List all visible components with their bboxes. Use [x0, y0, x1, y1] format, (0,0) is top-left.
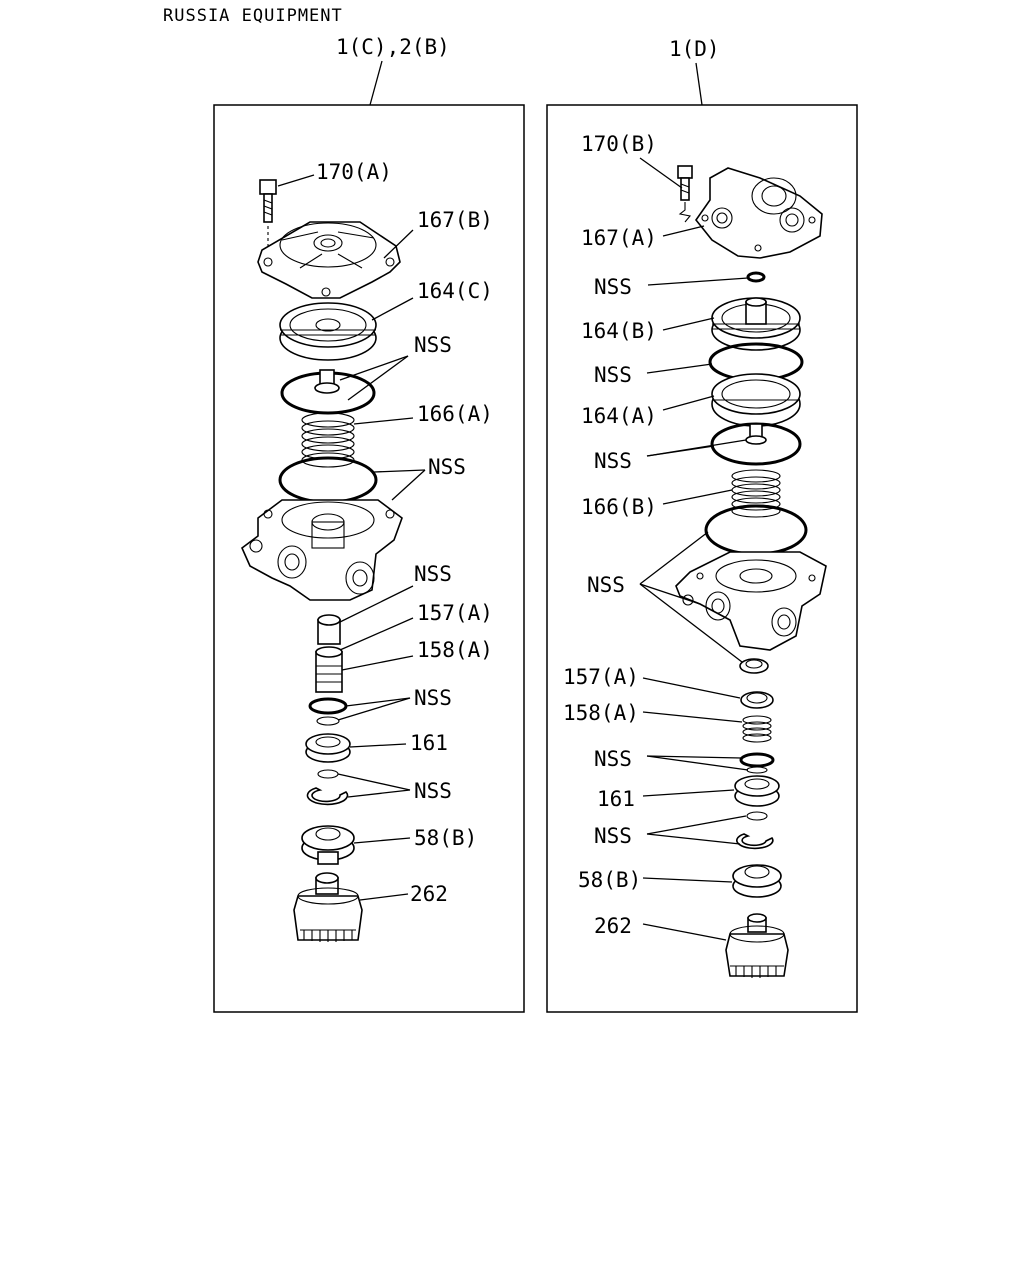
- tiny-ring-part: [746, 811, 768, 821]
- right-panel-parts: [675, 165, 827, 978]
- right-panel-leaders: [639, 157, 749, 941]
- exhaust-cap-part: [293, 872, 363, 942]
- label-58b: 58(B): [578, 868, 641, 892]
- label-167b: 167(B): [417, 208, 493, 232]
- valve-body-part: [675, 551, 827, 651]
- label-170a: 170(A): [316, 160, 392, 184]
- label-161: 161: [410, 731, 448, 755]
- small-washer-part: [746, 766, 768, 774]
- valve-seat-part: [734, 775, 780, 807]
- label-nss: NSS: [594, 275, 632, 299]
- tiny-ring-part: [317, 769, 339, 779]
- left-panel-leaders: [277, 174, 426, 901]
- bushing-part: [317, 614, 341, 645]
- right-header-leader: [695, 62, 703, 106]
- bolt-part: [677, 165, 693, 223]
- left-panel-header: 1(C),2(B): [336, 35, 450, 59]
- label-nss: NSS: [587, 573, 625, 597]
- left-header-leader: [369, 60, 383, 106]
- label-158a: 158(A): [563, 701, 639, 725]
- cover-part: [257, 221, 401, 299]
- label-nss: NSS: [594, 363, 632, 387]
- circlip-part: [306, 787, 349, 806]
- cap-valve-part: [732, 864, 782, 898]
- left-panel-parts: [241, 179, 403, 942]
- left-panel-labels: 170(A) 167(B) 164(C) NSS 166(A) NSS NSS …: [316, 160, 493, 906]
- small-o-ring-part: [308, 697, 348, 715]
- label-167a: 167(A): [581, 226, 657, 250]
- diaphragm-part: [711, 297, 801, 351]
- label-166b: 166(B): [581, 495, 657, 519]
- piston-part: [745, 423, 767, 445]
- label-58b: 58(B): [414, 826, 477, 850]
- right-panel-header: 1(D): [669, 37, 720, 61]
- page-title: RUSSIA EQUIPMENT: [163, 6, 343, 26]
- sleeve-part: [315, 646, 343, 693]
- label-164c: 164(C): [417, 279, 493, 303]
- label-158a: 158(A): [417, 638, 493, 662]
- bushing-part: [739, 658, 769, 674]
- spring-part: [731, 469, 781, 518]
- piston-part: [314, 369, 340, 394]
- label-170b: 170(B): [581, 132, 657, 156]
- bolt-part: [259, 179, 277, 246]
- label-nss: NSS: [594, 449, 632, 473]
- label-157a: 157(A): [563, 665, 639, 689]
- small-washer-part: [316, 716, 340, 726]
- large-o-ring-part: [704, 504, 808, 556]
- label-166a: 166(A): [417, 402, 493, 426]
- cap-valve-part: [301, 825, 355, 865]
- small-spring-part: [742, 715, 772, 743]
- label-nss: NSS: [414, 779, 452, 803]
- left-panel-frame: [213, 104, 525, 1013]
- label-262: 262: [594, 914, 632, 938]
- small-o-ring-part: [739, 752, 775, 768]
- label-161: 161: [597, 787, 635, 811]
- label-262: 262: [410, 882, 448, 906]
- label-nss: NSS: [594, 747, 632, 771]
- diaphragm-part: [279, 302, 377, 361]
- tiny-o-ring-part: [746, 271, 766, 283]
- large-o-ring-part: [278, 456, 378, 504]
- sleeve-part: [740, 691, 774, 709]
- label-nss: NSS: [414, 333, 452, 357]
- valve-seat-part: [305, 733, 351, 763]
- diaphragm-lower-part: [711, 373, 801, 427]
- label-157a: 157(A): [417, 601, 493, 625]
- label-nss: NSS: [428, 455, 466, 479]
- label-nss: NSS: [414, 686, 452, 710]
- circlip-part: [736, 833, 774, 850]
- label-164b: 164(B): [581, 319, 657, 343]
- exhaust-cap-part: [725, 913, 789, 978]
- cover-part: [695, 167, 823, 259]
- valve-body-part: [241, 499, 403, 601]
- label-nss: NSS: [414, 562, 452, 586]
- right-panel-labels: 170(B) 167(A) NSS 164(B) NSS 164(A) NSS …: [563, 132, 657, 938]
- label-164a: 164(A): [581, 404, 657, 428]
- label-nss: NSS: [594, 824, 632, 848]
